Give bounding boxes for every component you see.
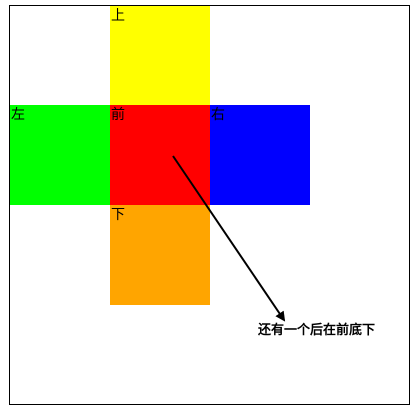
face-left-label: 左 [11, 107, 25, 123]
face-top-label: 上 [111, 8, 125, 24]
face-right: 右 [210, 105, 310, 205]
face-left: 左 [10, 105, 110, 205]
face-right-label: 右 [211, 107, 225, 123]
face-front: 前 [110, 105, 210, 205]
face-bottom-label: 下 [111, 207, 125, 223]
face-front-label: 前 [111, 107, 125, 123]
note-text: 还有一个后在前底下 [258, 323, 376, 338]
face-top: 上 [110, 6, 210, 106]
diagram-frame: 上 左 前 右 下 [9, 5, 410, 405]
face-bottom: 下 [110, 205, 210, 305]
